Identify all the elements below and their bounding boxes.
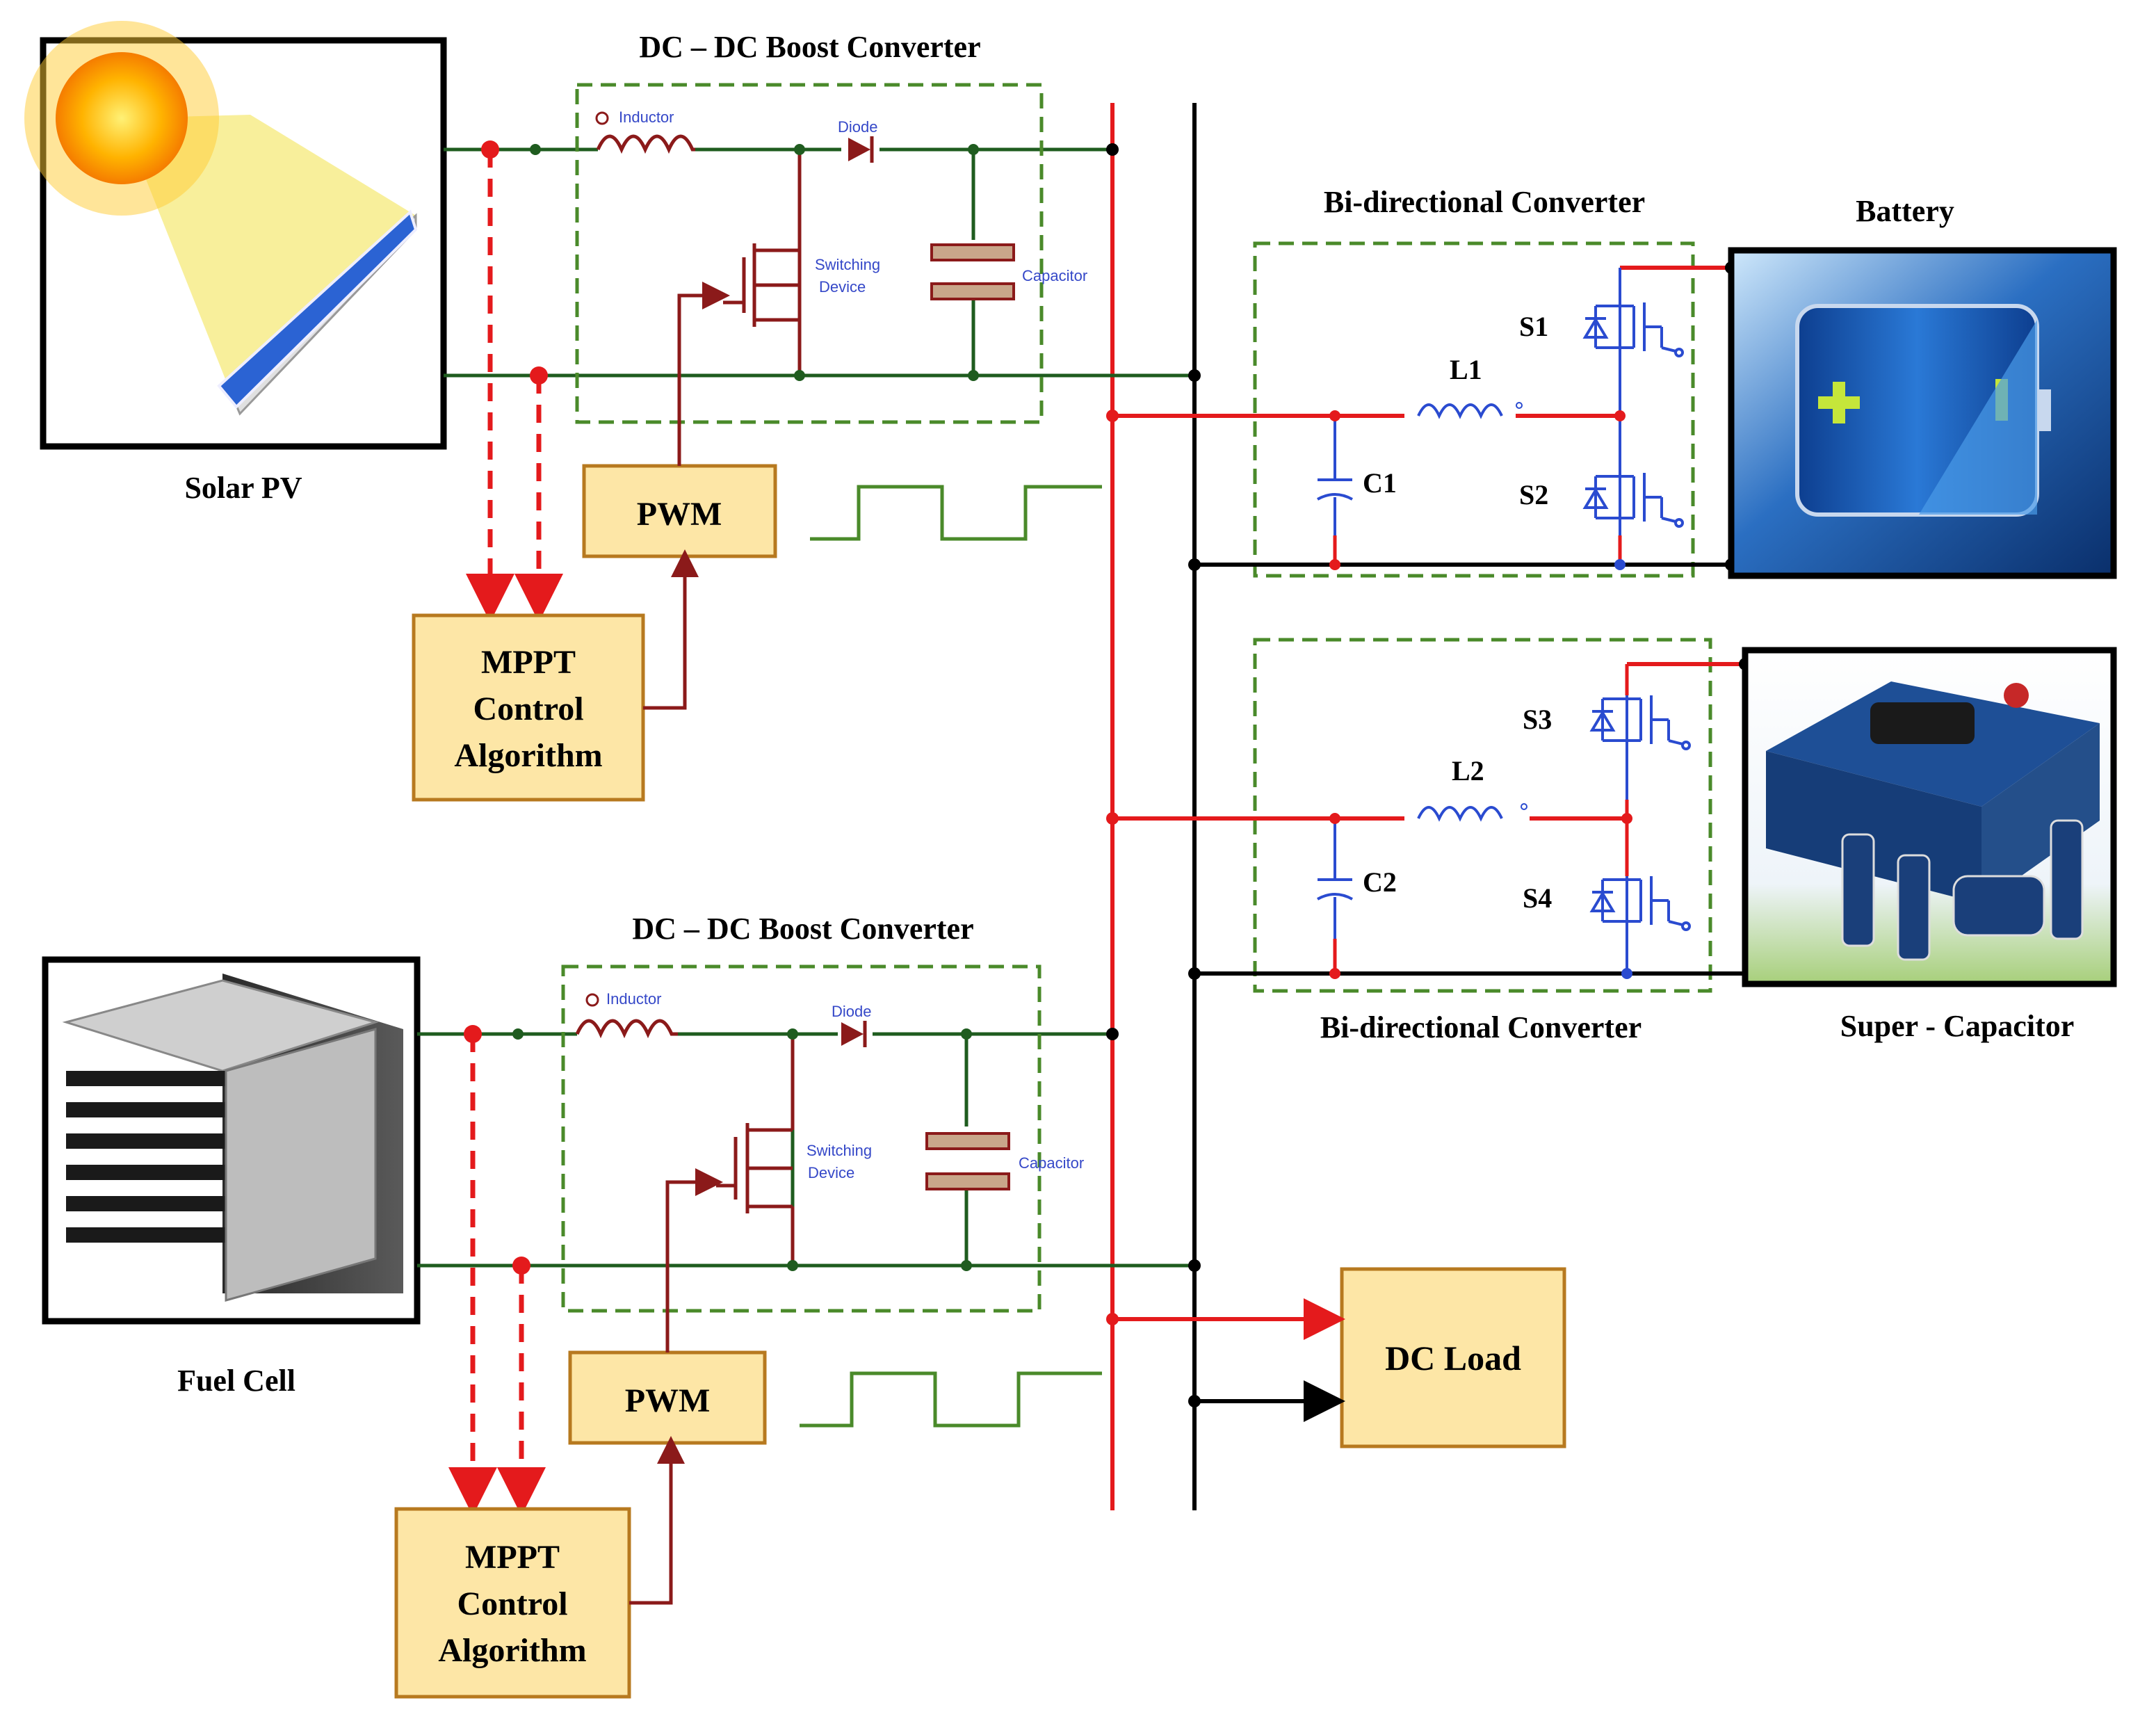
pwm-label-top: PWM [637, 496, 722, 533]
l2-label: L2 [1452, 755, 1484, 786]
inductor-l1-icon [1417, 402, 1523, 419]
inductor-l2-icon [1417, 803, 1527, 822]
inductor-icon [595, 111, 695, 154]
pwm-waveform-top [810, 485, 1102, 541]
boost-converter-top-title: DC – DC Boost Converter [639, 30, 980, 64]
mppt-label-bottom-3: Algorithm [438, 1632, 586, 1669]
supercapacitor-label: Super - Capacitor [1840, 1009, 2075, 1043]
mppt-label-top-2: Control [473, 691, 583, 727]
sun-icon [24, 21, 219, 216]
battery-source [1728, 247, 2117, 579]
igbt-s1-icon [1582, 302, 1684, 357]
boost-converter-bottom [417, 1032, 1194, 1268]
bidir-converter-bottom-wiring [1106, 658, 1751, 980]
boost-converter-bottom-title: DC – DC Boost Converter [632, 912, 973, 946]
solar-pv-source [24, 21, 447, 450]
junction-nodes [530, 143, 1201, 382]
bidir-converter-bottom-title: Bi-directional Converter [1320, 1010, 1642, 1044]
switching-label-1: Switching [807, 1142, 872, 1159]
igbt-s3-icon [1589, 695, 1691, 750]
switching-device-icon [723, 150, 802, 375]
control-wire-pwm-switch-top [677, 282, 730, 466]
solar-panel-icon [217, 209, 418, 416]
diode-icon [841, 1021, 867, 1047]
dc-load-block [1340, 1267, 1566, 1448]
capacitor-label: Capacitor [1019, 1154, 1084, 1172]
supercapacitor-source [1742, 647, 2117, 987]
inductor-icon [575, 993, 678, 1039]
c1-label: C1 [1363, 467, 1397, 499]
control-wire-pwm-switch-bottom [665, 1168, 723, 1352]
dc-load-label: DC Load [1385, 1339, 1521, 1378]
capacitor-icon [930, 243, 1015, 300]
junction-nodes [512, 1028, 1201, 1272]
mppt-label-top-1: MPPT [481, 644, 576, 681]
mppt-label-bottom-1: MPPT [465, 1539, 560, 1576]
pwm-block-bottom [568, 1350, 767, 1445]
l1-label: L1 [1450, 354, 1482, 385]
supercapacitor-icon [1766, 681, 2100, 961]
control-wire-mppt-pwm-top [643, 549, 699, 710]
battery-label: Battery [1856, 194, 1954, 228]
diode-icon [848, 136, 874, 163]
bidir-converter-bottom-border [1253, 638, 1712, 993]
bidir-converter-top-border [1253, 241, 1695, 578]
mppt-label-bottom-2: Control [457, 1585, 567, 1622]
igbt-s4-icon [1589, 876, 1691, 931]
switching-label-2: Device [808, 1164, 854, 1181]
s1-label: S1 [1519, 311, 1548, 342]
control-wire-mppt-pwm-bottom [629, 1436, 685, 1605]
capacitor-c2-icon [1317, 878, 1353, 901]
diode-label: Diode [832, 1003, 871, 1020]
fuel-cell-source [42, 956, 421, 1325]
capacitor-c1-icon [1317, 478, 1353, 501]
fuel-cell-label: Fuel Cell [177, 1364, 295, 1398]
switching-label-1: Switching [815, 256, 880, 273]
pwm-label-bottom: PWM [625, 1382, 711, 1419]
capacitor-label: Capacitor [1022, 267, 1087, 284]
s3-label: S3 [1523, 704, 1552, 735]
s2-label: S2 [1519, 479, 1548, 510]
bidir-converter-top-title: Bi-directional Converter [1324, 185, 1645, 219]
capacitor-icon [925, 1132, 1010, 1190]
switching-label-2: Device [819, 278, 866, 296]
pwm-waveform-bottom [800, 1371, 1102, 1428]
c2-label: C2 [1363, 866, 1397, 898]
inductor-label: Inductor [619, 108, 674, 126]
mppt-block-bottom [394, 1507, 631, 1699]
battery-icon [1795, 304, 2051, 517]
inductor-label: Inductor [606, 990, 662, 1008]
mppt-label-top-3: Algorithm [454, 737, 602, 774]
solar-pv-label: Solar PV [184, 471, 302, 505]
bidir-converter-top-wiring [1106, 261, 1737, 571]
boost-converter-bottom-border [561, 964, 1041, 1313]
diode-label: Diode [838, 118, 877, 136]
fuel-cell-stack-icon [62, 974, 403, 1302]
switching-device-icon [716, 1034, 795, 1266]
igbt-s2-icon [1582, 473, 1684, 528]
s4-label: S4 [1523, 882, 1552, 914]
